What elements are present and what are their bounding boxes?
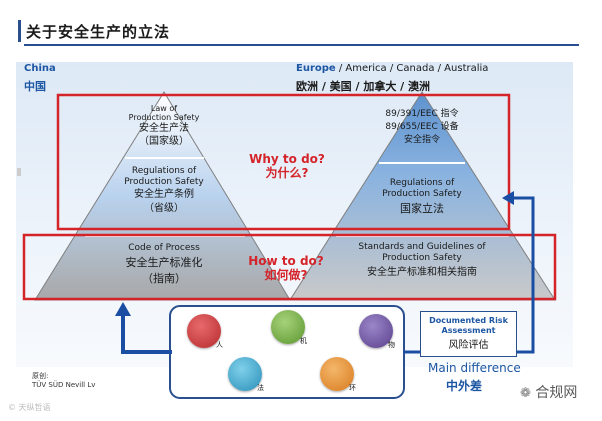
logo-icon: ❁	[520, 386, 531, 401]
right-tier2-en-1: Regulations of	[389, 178, 455, 188]
right-tier3: Standards and Guidelines of Production S…	[332, 242, 512, 281]
left-tier3: Code of Process 安全生产标准化 （指南）	[84, 242, 244, 286]
main-difference-cn: 中外差	[446, 379, 483, 393]
source-note: 原创: TÜV SÜD Nevill Lv	[32, 372, 95, 390]
right-tier1-line3: 安全指令	[403, 135, 440, 145]
left-arrow-head	[115, 302, 131, 316]
why-en: Why to do?	[249, 152, 325, 166]
left-tier2-cn: 安全生产条例	[134, 189, 194, 200]
right-region-label: Europe / America / Canada / Australia	[296, 63, 488, 74]
how-en: How to do?	[248, 254, 324, 268]
left-tier3-cn: 安全生产标准化	[125, 256, 203, 269]
why-frame	[56, 93, 511, 231]
factor-environment-label: 环	[349, 384, 356, 392]
right-region-cn: 欧洲 / 美国 / 加拿大 / 澳洲	[296, 80, 431, 93]
how-label: How to do? 如何做?	[246, 254, 326, 282]
factor-method-icon: 法	[228, 357, 264, 392]
how-cn: 如何做?	[264, 268, 308, 282]
factor-people-label: 人	[216, 341, 223, 349]
left-tier2-en-1: Regulations of	[131, 166, 197, 176]
title-underline	[24, 44, 579, 46]
left-region-cn: 中国	[24, 80, 46, 93]
right-tier3-cn: 安全生产标准和相关指南	[367, 267, 477, 278]
left-feedback-arrow	[121, 314, 172, 354]
factor-environment-icon: 环	[320, 357, 356, 392]
left-tier3-en: Code of Process	[128, 243, 200, 253]
left-tier2-en-2: Production Safety	[124, 177, 204, 187]
title-accent-bar	[18, 20, 21, 42]
factor-method-label: 法	[257, 384, 264, 392]
why-cn: 为什么?	[265, 166, 309, 180]
risk-assessment-en-2: Assessment	[441, 326, 496, 335]
right-tier1: 89/391/EEC 指令 89/655/EEC 设备 安全指令	[362, 108, 482, 147]
left-tier1: Law of Production Safety 安全生产法 （国家级）	[104, 104, 224, 148]
right-region-europe: Europe	[296, 63, 336, 74]
left-tier1-level: （国家级）	[139, 136, 189, 147]
right-tier2-en-2: Production Safety	[382, 189, 462, 199]
right-tier2: Regulations of Production Safety 国家立法	[352, 178, 492, 217]
factor-people-icon: 人	[187, 314, 223, 349]
right-region-rest: / America / Canada / Australia	[335, 63, 489, 74]
right-tier1-line1: 89/391/EEC 指令	[385, 109, 459, 119]
left-region-label: China	[24, 63, 56, 74]
risk-assessment-en-1: Documented Risk	[429, 316, 508, 325]
right-tier3-en-2: Production Safety	[382, 253, 462, 263]
factor-machine-icon: 机	[271, 310, 307, 345]
right-arrow-head	[502, 191, 514, 205]
site-logo: ❁ 合规网	[520, 382, 577, 402]
why-label: Why to do? 为什么?	[242, 152, 332, 180]
risk-assessment-cn: 风险评估	[448, 340, 489, 351]
left-tier2: Regulations of Production Safety 安全生产条例 …	[94, 166, 234, 215]
risk-assessment-box: Documented Risk Assessment 风险评估	[420, 311, 517, 357]
factor-machine-label: 机	[300, 337, 307, 345]
factor-material-icon: 物	[359, 314, 395, 349]
factor-material-label: 物	[388, 341, 395, 349]
right-tier3-en-1: Standards and Guidelines of	[358, 242, 486, 252]
left-tier3-level: （指南）	[142, 272, 186, 285]
logo-text: 合规网	[535, 385, 578, 401]
how-frame	[22, 233, 557, 301]
left-tier1-cn: 安全生产法	[139, 123, 189, 134]
main-difference-en: Main difference	[428, 361, 521, 375]
left-tier1-en-1: Law of	[150, 104, 178, 113]
right-tier2-cn: 国家立法	[400, 202, 444, 215]
right-tier1-line2: 89/655/EEC 设备	[385, 122, 459, 132]
edge-marker	[17, 168, 21, 176]
source-line1: 原创:	[32, 372, 49, 380]
left-tier2-level: （省级）	[144, 203, 184, 214]
left-tier1-en-2: Production Safety	[128, 113, 200, 122]
watermark-text: © 天纵哲语	[8, 403, 51, 412]
source-line2: TÜV SÜD Nevill Lv	[32, 381, 96, 389]
page-title: 关于安全生产的立法	[26, 23, 171, 41]
